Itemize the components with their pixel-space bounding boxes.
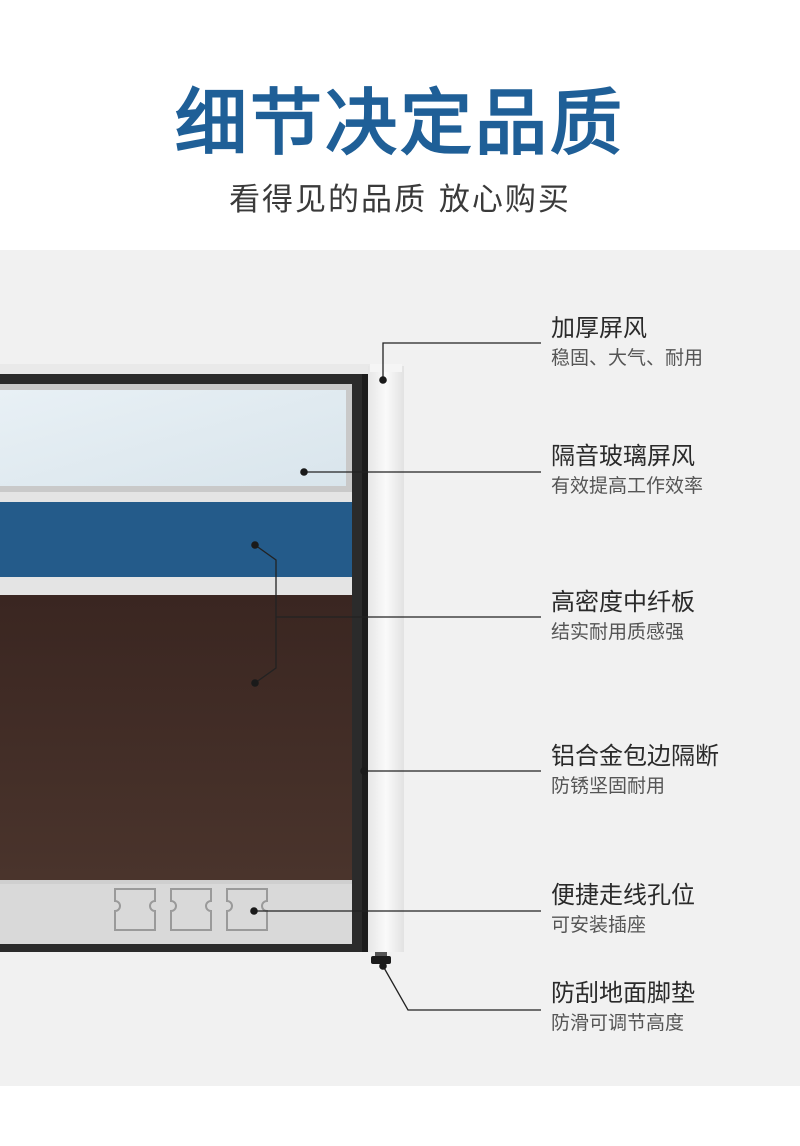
feature-glass-screen: 隔音玻璃屏风 有效提高工作效率 [551,440,791,500]
feature-title: 便捷走线孔位 [551,881,695,909]
wiring-port-2 [170,888,212,931]
edge-post [368,366,404,952]
feature-aluminium-edge: 铝合金包边隔断 防锈坚固耐用 [551,740,791,800]
cable-tray [0,880,352,944]
feature-desc: 防锈坚固耐用 [551,775,666,797]
feature-desc: 稳固、大气、耐用 [551,347,704,369]
feature-title: 隔音玻璃屏风 [551,442,695,470]
feature-desc: 有效提高工作效率 [551,475,704,497]
feature-title: 铝合金包边隔断 [551,742,719,770]
feature-title: 高密度中纤板 [551,588,695,616]
feature-desc: 结实耐用质感强 [551,621,685,643]
leader-line-foot [382,965,541,1011]
feature-foot-pad: 防刮地面脚垫 防滑可调节高度 [551,977,791,1037]
feature-desc: 可安装插座 [551,914,647,936]
feature-title: 加厚屏风 [551,314,647,342]
mdf-board [0,595,352,880]
divider-rail-2 [0,577,352,595]
wiring-port-1 [114,888,156,931]
blue-fabric-panel [0,502,352,577]
feature-mdf-board: 高密度中纤板 结实耐用质感强 [551,586,791,646]
page-subtitle: 看得见的品质 放心购买 [229,182,571,218]
foot-pad-stem [375,952,387,958]
page-title: 细节决定品质 [174,81,625,165]
feature-thick-screen: 加厚屏风 稳固、大气、耐用 [551,312,791,372]
leader-line-mdf [254,544,541,684]
feature-title: 防刮地面脚垫 [551,979,695,1007]
wiring-port-3 [226,888,268,931]
top-cap [0,364,375,374]
divider-rail-1 [0,492,352,502]
cable-tray-highlight [0,880,352,884]
post-top-cap [370,364,402,372]
feature-desc: 防滑可调节高度 [551,1012,685,1034]
foot-pad [371,956,391,964]
feature-wiring-hole: 便捷走线孔位 可安装插座 [551,879,791,939]
aluminium-edge [362,374,368,952]
glass-panel [0,390,346,486]
leader-line-thick-screen [382,342,541,380]
leader-dots [250,376,387,970]
